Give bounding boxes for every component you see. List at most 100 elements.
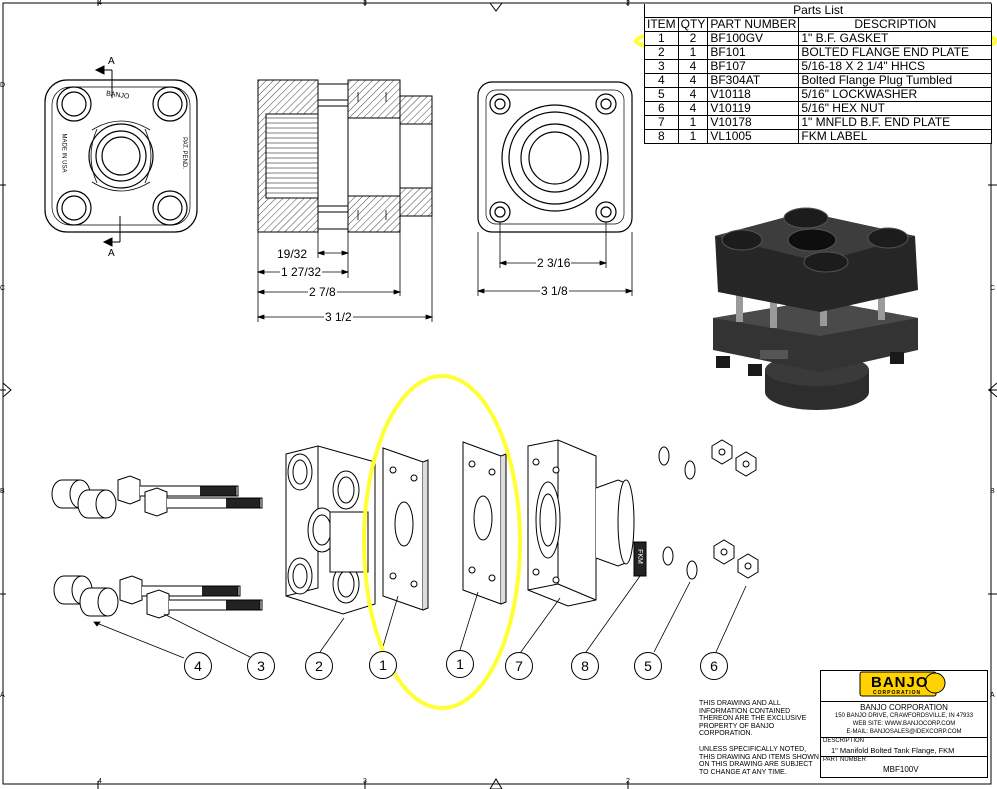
zone-row-right-b: B — [990, 488, 995, 495]
cell-desc: FKM LABEL — [798, 129, 993, 144]
dim-3-1-2: 3 1/2 — [324, 310, 353, 324]
cell-part: BF304AT — [707, 73, 800, 88]
cell-desc: Bolted Flange Plug Tumbled — [798, 73, 993, 88]
parts-list-title: Parts List — [643, 4, 993, 18]
cell-part: V10118 — [707, 87, 800, 102]
cell-item: 6 — [644, 101, 679, 116]
dim-3-1-8: 3 1/8 — [540, 284, 569, 298]
section-label-bottom: A — [108, 248, 115, 259]
zone-col-bottom-2: 2 — [626, 778, 630, 785]
balloon-item-7: 7 — [505, 652, 533, 680]
cell-desc: 5/16" HEX NUT — [798, 101, 993, 116]
highlight-gaskets-exploded — [362, 374, 522, 710]
zone-row-left-a: A — [0, 692, 5, 699]
cell-part: V10119 — [707, 101, 800, 116]
exploded-view — [51, 439, 759, 619]
title-block: THIS DRAWING AND ALL INFORMATION CONTAIN… — [699, 670, 988, 778]
zone-row-left-d: D — [0, 82, 6, 89]
cell-item: 5 — [644, 87, 679, 102]
label-text-item-8: FKM — [635, 549, 643, 564]
part-number-label: PART NUMBER — [823, 757, 867, 763]
header-item: ITEM — [644, 17, 679, 32]
cell-item: 1 — [644, 31, 679, 46]
balloon-item-8: 8 — [571, 652, 599, 680]
zone-row-right-c: C — [990, 285, 996, 292]
company-name: BANJO CORPORATION — [860, 703, 948, 712]
section-view — [257, 79, 433, 233]
bolt-item-3 — [117, 475, 263, 619]
company-address: 150 BANJO DRIVE, CRAWFORDSVILLE, IN 4793… — [834, 713, 974, 719]
zone-col-top-4: 4 — [98, 0, 102, 7]
section-label-top: A — [108, 56, 115, 67]
cell-qty: 1 — [677, 129, 709, 144]
company-website: WEB SITE: WWW.BANJOCORP.COM — [852, 721, 956, 727]
change-note: UNLESS SPECIFICALLY NOTED, THIS DRAWING … — [699, 745, 819, 776]
cell-item: 4 — [644, 73, 679, 88]
title-block-notes: THIS DRAWING AND ALL INFORMATION CONTAIN… — [699, 700, 819, 776]
divider — [821, 737, 987, 738]
plug-item-4 — [51, 479, 119, 617]
gasket-item-1-right — [462, 441, 507, 605]
balloon-item-4: 4 — [184, 652, 212, 680]
company-email: E-MAIL: BANJOSALES@IDEXCORP.COM — [846, 729, 962, 735]
cell-desc: 5/16" LOCKWASHER — [798, 87, 993, 102]
banjo-logo-sub: CORPORATION — [873, 690, 922, 696]
dim-2-3-16: 2 3/16 — [536, 256, 572, 270]
cell-desc: BOLTED FLANGE END PLATE — [798, 45, 993, 60]
front-view — [44, 79, 198, 233]
description-label: DESCRIPTION — [823, 738, 865, 744]
description-value: 1" Manifold Bolted Tank Flange, FKM — [831, 746, 955, 755]
cell-part: BF101 — [707, 45, 800, 60]
cell-qty: 4 — [677, 87, 709, 102]
cell-qty: 2 — [677, 31, 709, 46]
cell-qty: 1 — [677, 45, 709, 60]
dim-19-32: 19/32 — [276, 247, 309, 261]
end-plate-item-2 — [285, 445, 376, 615]
zone-row-left-b: B — [0, 488, 5, 495]
cell-item: 2 — [644, 45, 679, 60]
zone-col-bottom-3: 3 — [363, 778, 367, 785]
parts-list-table: Parts List ITEM QTY PART NUMBER DESCRIPT… — [643, 4, 993, 144]
cell-part: BF107 — [707, 59, 800, 74]
part-number-value: MBF100V — [883, 765, 919, 774]
cell-item: 3 — [644, 59, 679, 74]
cell-qty: 4 — [677, 73, 709, 88]
dim-2-7-8: 2 7/8 — [308, 285, 337, 299]
header-qty: QTY — [677, 17, 709, 32]
dim-1-27-32: 1 27/32 — [280, 265, 323, 279]
title-block-main: BANJO CORPORATION BANJO CORPORATION 150 … — [820, 670, 988, 778]
zone-col-top-2: 2 — [626, 0, 630, 7]
header-description: DESCRIPTION — [798, 17, 993, 32]
zone-row-right-a: A — [990, 692, 995, 699]
cell-part: V10178 — [707, 115, 800, 130]
cell-desc: 1" MNFLD B.F. END PLATE — [798, 115, 993, 130]
gasket-item-1-left — [382, 447, 429, 611]
zone-row-left-c: C — [0, 285, 6, 292]
front-left-text: MADE IN USA — [60, 133, 67, 173]
confidential-note: THIS DRAWING AND ALL INFORMATION CONTAIN… — [699, 700, 807, 738]
cell-qty: 4 — [677, 101, 709, 116]
divider — [821, 756, 987, 757]
hexnut-item-6 — [711, 439, 759, 579]
header-part-number: PART NUMBER — [707, 17, 800, 32]
cell-desc: 5/16-18 X 2 1/4" HHCS — [798, 59, 993, 74]
balloon-item-6: 6 — [700, 652, 728, 680]
cell-qty: 4 — [677, 59, 709, 74]
balloon-item-1-left: 1 — [369, 651, 397, 679]
cell-item: 7 — [644, 115, 679, 130]
balloon-item-1-right: 1 — [446, 650, 474, 678]
banjo-logo: BANJO — [871, 674, 929, 691]
zone-col-bottom-4: 4 — [98, 778, 102, 785]
back-view — [477, 81, 633, 233]
balloon-leaders — [93, 575, 747, 659]
cell-part: VL1005 — [707, 129, 800, 144]
cell-item: 8 — [644, 129, 679, 144]
